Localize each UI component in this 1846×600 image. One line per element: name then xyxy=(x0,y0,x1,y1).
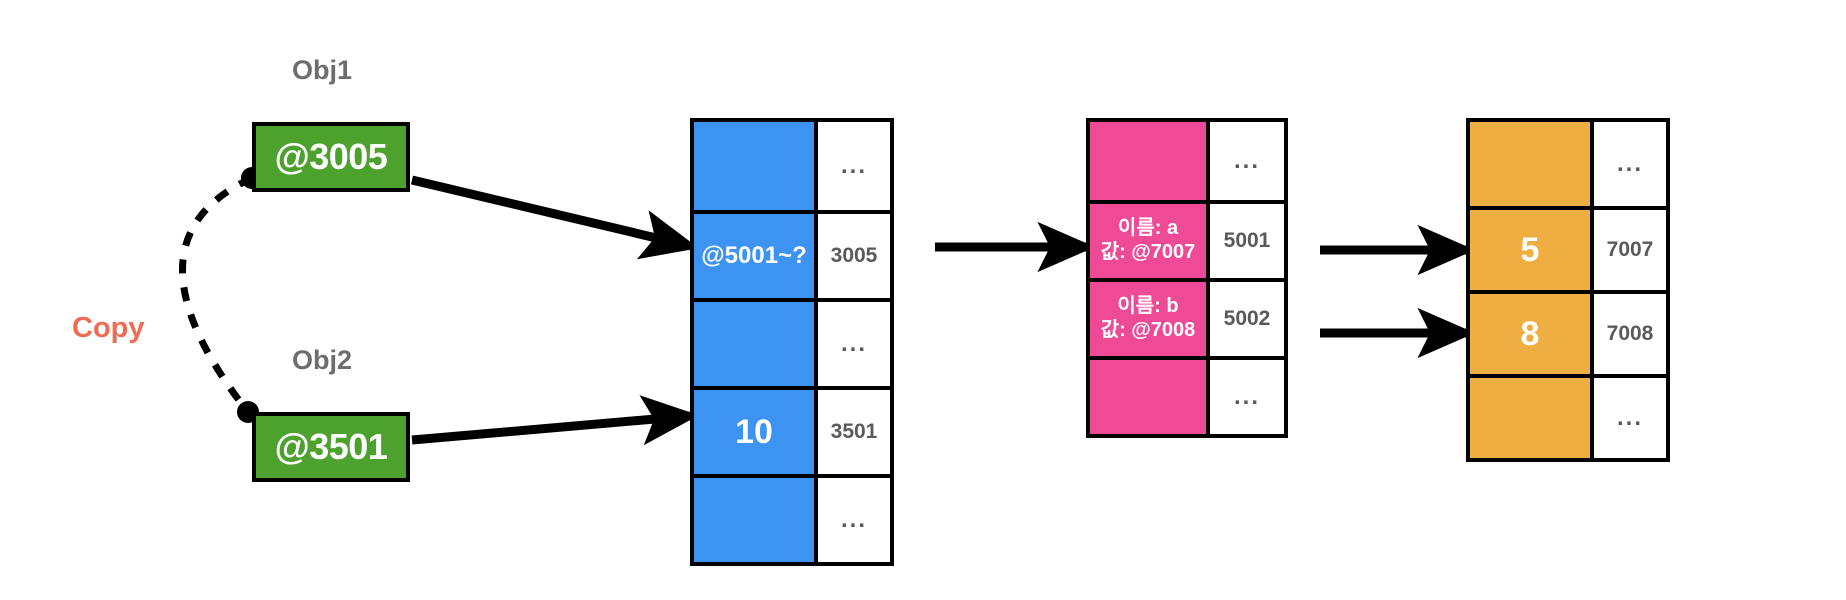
ellipsis-icon: ... xyxy=(1233,383,1260,410)
value-memory-table: ... 5 7007 8 7008 ... xyxy=(1466,118,1670,462)
obj2-value: @3501 xyxy=(274,426,388,467)
field-address-cell: ... xyxy=(1210,356,1284,434)
table-row[interactable]: @5001~? 3005 xyxy=(694,210,890,298)
table-row[interactable]: ... xyxy=(1470,374,1666,458)
obj2-box[interactable]: @3501 xyxy=(252,412,410,482)
obj2-label: Obj2 xyxy=(292,345,353,375)
copy-label: Copy xyxy=(72,312,145,344)
field-address-cell: ... xyxy=(1210,122,1284,200)
ellipsis-icon: ... xyxy=(1616,404,1643,431)
table-row[interactable]: 5 7007 xyxy=(1470,206,1666,290)
memory-value-cell xyxy=(694,298,818,386)
table-row[interactable]: ... xyxy=(694,298,890,386)
field-value-text: 값: @7007 xyxy=(1100,241,1196,263)
table-row[interactable]: ... xyxy=(694,122,890,210)
ellipsis-icon: ... xyxy=(840,506,867,533)
table-row[interactable]: ... xyxy=(1090,356,1284,434)
object-fields-table: ... 이름: a 값: @7007 5001 이름: b 값: @7008 5… xyxy=(1086,118,1288,438)
memory-value-cell: 10 xyxy=(694,386,818,474)
table-row[interactable]: 이름: a 값: @7007 5001 xyxy=(1090,200,1284,278)
value-address-cell: 7008 xyxy=(1594,290,1666,374)
value-address-cell: 7007 xyxy=(1594,206,1666,290)
memory-value-cell xyxy=(694,122,818,210)
field-value-cell: 이름: a 값: @7007 xyxy=(1090,200,1210,278)
memory-address-cell: ... xyxy=(818,474,890,562)
table-row[interactable]: 8 7008 xyxy=(1470,290,1666,374)
field-address-cell: 5002 xyxy=(1210,278,1284,356)
memory-address-cell: 3501 xyxy=(818,386,890,474)
ellipsis-icon: ... xyxy=(1616,150,1643,177)
value-cell: 5 xyxy=(1470,206,1594,290)
field-name-text: 이름: a xyxy=(1117,217,1179,240)
memory-value-cell xyxy=(694,474,818,562)
field-address-cell: 5001 xyxy=(1210,200,1284,278)
field-value-cell: 이름: b 값: @7008 xyxy=(1090,278,1210,356)
field-value-cell xyxy=(1090,356,1210,434)
value-address-cell: ... xyxy=(1594,374,1666,458)
memory-address-cell: ... xyxy=(818,298,890,386)
table-row[interactable]: ... xyxy=(1090,122,1284,200)
value-cell xyxy=(1470,374,1594,458)
memory-value-cell: @5001~? xyxy=(694,210,818,298)
field-name-text: 이름: b xyxy=(1117,295,1179,318)
value-cell: 8 xyxy=(1470,290,1594,374)
obj1-label: Obj1 xyxy=(292,55,353,85)
stack-memory-table: ... @5001~? 3005 ... 10 3501 ... xyxy=(690,118,894,566)
field-value-cell xyxy=(1090,122,1210,200)
ellipsis-icon: ... xyxy=(1233,147,1260,174)
table-row[interactable]: ... xyxy=(694,474,890,562)
table-row[interactable]: 10 3501 xyxy=(694,386,890,474)
obj1-value: @3005 xyxy=(274,136,388,177)
field-value-text: 값: @7008 xyxy=(1100,319,1196,341)
value-cell xyxy=(1470,122,1594,206)
obj1-box[interactable]: @3005 xyxy=(252,122,410,192)
memory-address-cell: 3005 xyxy=(818,210,890,298)
value-address-cell: ... xyxy=(1594,122,1666,206)
ellipsis-icon: ... xyxy=(840,152,867,179)
table-row[interactable]: 이름: b 값: @7008 5002 xyxy=(1090,278,1284,356)
table-row[interactable]: ... xyxy=(1470,122,1666,206)
ellipsis-icon: ... xyxy=(840,330,867,357)
memory-address-cell: ... xyxy=(818,122,890,210)
